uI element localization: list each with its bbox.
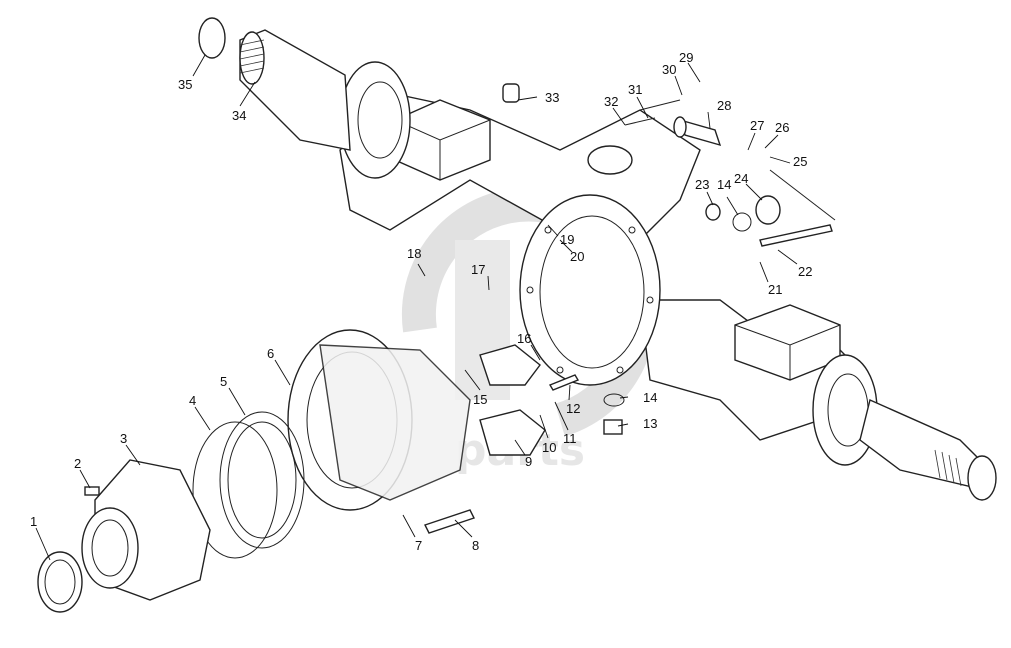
- callout-31: 31: [628, 82, 642, 97]
- plug-13: [603, 419, 623, 435]
- seal-ring-inner: [44, 559, 76, 605]
- callout-2: 2: [74, 456, 81, 471]
- breather-33: [502, 83, 520, 103]
- callout-29: 29: [679, 50, 693, 65]
- callout-30: 30: [662, 62, 676, 77]
- callout-6: 6: [267, 346, 274, 361]
- callout-labels: 1 2 3 4 5 6 7 8 9 10 11 12 13 14 15 16 1…: [30, 50, 812, 553]
- callout-18: 18: [407, 246, 421, 261]
- breather-assembly: [624, 99, 722, 147]
- callout-33: 33: [545, 90, 559, 105]
- plug-23: [705, 203, 721, 221]
- bearing-cap-upper: [479, 344, 541, 386]
- callout-19: 19: [560, 232, 574, 247]
- stud-8: [424, 509, 475, 534]
- callout-14-lower: 14: [643, 390, 657, 405]
- ring-bolt-holes: [526, 226, 654, 374]
- callout-13: 13: [643, 416, 657, 431]
- hub-housing: [81, 459, 211, 601]
- callout-7: 7: [415, 538, 422, 553]
- callout-3: 3: [120, 431, 127, 446]
- fitting-24: [755, 195, 781, 225]
- callout-12: 12: [566, 401, 580, 416]
- gasket-4: [192, 421, 278, 559]
- right-spindle: [859, 399, 997, 501]
- gasket-5: [219, 411, 305, 549]
- gasket-5-inner: [227, 421, 297, 539]
- callout-26: 26: [775, 120, 789, 135]
- bolt-2: [84, 486, 100, 496]
- callout-10: 10: [542, 440, 556, 455]
- axle-housing: [339, 61, 878, 466]
- callout-28: 28: [717, 98, 731, 113]
- left-snap-ring: [198, 17, 226, 59]
- callout-35: 35: [178, 77, 192, 92]
- callout-24: 24: [734, 171, 748, 186]
- callout-4: 4: [189, 393, 196, 408]
- bearing-cap: [479, 409, 546, 456]
- callout-17: 17: [471, 262, 485, 277]
- o-ring-lower: [603, 393, 625, 407]
- differential-carrier-flange: [287, 329, 471, 511]
- callout-8: 8: [472, 538, 479, 553]
- callout-22: 22: [798, 264, 812, 279]
- leader-lines: [35, 54, 798, 561]
- callout-25: 25: [793, 154, 807, 169]
- callout-27: 27: [750, 118, 764, 133]
- callout-32: 32: [604, 94, 618, 109]
- left-spindle: [239, 29, 351, 151]
- callout-21: 21: [768, 282, 782, 297]
- callout-15: 15: [473, 392, 487, 407]
- callout-34: 34: [232, 108, 246, 123]
- callout-9: 9: [525, 454, 532, 469]
- callout-23: 23: [695, 177, 709, 192]
- o-ring-upper: [732, 212, 752, 232]
- rod-22: [759, 169, 836, 247]
- callout-11: 11: [563, 431, 577, 446]
- callout-5: 5: [220, 374, 227, 389]
- callout-16: 16: [517, 331, 531, 346]
- callout-14-upper: 14: [717, 177, 731, 192]
- callout-20: 20: [570, 249, 584, 264]
- callout-1: 1: [30, 514, 37, 529]
- stud-12: [548, 374, 580, 391]
